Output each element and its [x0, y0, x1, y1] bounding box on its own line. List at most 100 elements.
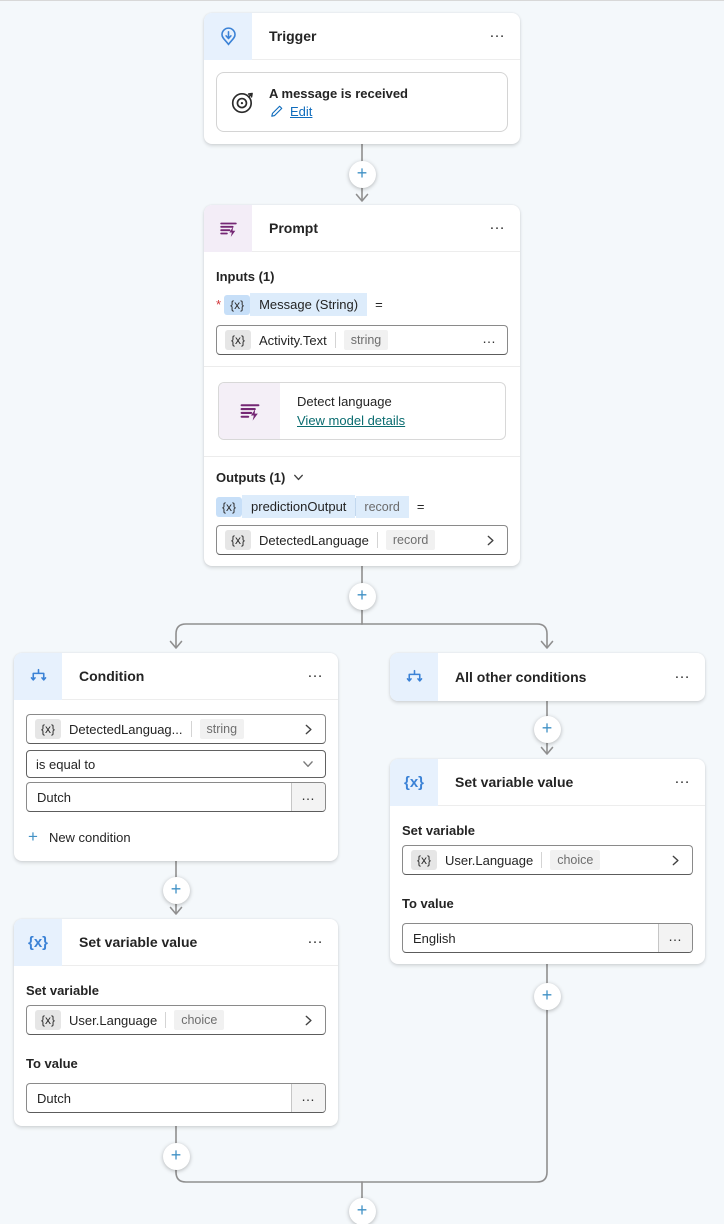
prediction-token-row[interactable]: {x} predictionOutput record =: [216, 495, 508, 518]
set-variable-left-title: Set variable value: [79, 934, 198, 950]
chevron-down-icon: [294, 474, 304, 481]
all-other-conditions-menu-button[interactable]: …: [674, 665, 691, 682]
value-menu-button[interactable]: …: [291, 1084, 325, 1112]
prediction-value-name: DetectedLanguage: [259, 532, 369, 548]
add-node-button-1[interactable]: +: [348, 160, 376, 188]
set-variable-node-right[interactable]: {x} Set variable value … Set variable {x…: [390, 758, 705, 964]
prediction-token-name: predictionOutput: [242, 495, 356, 518]
condition-operand-type: string: [199, 719, 245, 739]
all-other-conditions-title: All other conditions: [455, 669, 587, 685]
set-variable-right-title: Set variable value: [455, 774, 574, 790]
condition-value-input[interactable]: Dutch …: [26, 782, 326, 812]
variable-name: User.Language: [445, 852, 534, 868]
add-node-button-5[interactable]: +: [533, 982, 561, 1010]
set-variable-left-header[interactable]: {x} Set variable value …: [14, 918, 338, 966]
model-name: Detect language: [297, 394, 392, 409]
to-value-label: To value: [402, 896, 454, 911]
chevron-right-icon: [487, 535, 494, 545]
value-menu-button[interactable]: …: [658, 924, 692, 952]
add-node-button-6[interactable]: +: [162, 1142, 190, 1170]
new-condition-button[interactable]: + New condition: [28, 827, 324, 847]
variable-type: choice: [174, 1010, 225, 1030]
variable-token-icon: {x}: [35, 719, 62, 739]
message-value-name: Activity.Text: [259, 332, 327, 348]
dropdown-button[interactable]: [301, 757, 325, 771]
prompt-node-header[interactable]: Prompt …: [204, 204, 520, 252]
chevron-right-icon: [305, 1015, 312, 1025]
expand-variable-button[interactable]: [302, 723, 325, 736]
set-variable-right-value-input[interactable]: English …: [402, 923, 693, 953]
set-variable-label: Set variable: [402, 823, 475, 838]
message-value-input[interactable]: {x} Activity.Text string …: [216, 325, 508, 355]
condition-operator-value: is equal to: [36, 756, 96, 772]
condition-operator-select[interactable]: is equal to: [26, 750, 326, 778]
plus-icon: +: [28, 827, 38, 846]
trigger-event-name: A message is received: [269, 85, 408, 101]
condition-menu-button[interactable]: …: [307, 664, 324, 681]
to-value-label: To value: [26, 1056, 78, 1071]
message-value-menu-button[interactable]: …: [482, 329, 497, 346]
outputs-label: Outputs (1): [216, 470, 286, 485]
section-divider: [204, 456, 520, 457]
set-variable-node-left[interactable]: {x} Set variable value … Set variable {x…: [14, 918, 338, 1126]
divider: [190, 721, 192, 737]
trigger-node-header[interactable]: Trigger …: [204, 12, 520, 60]
equals-sign: =: [375, 297, 383, 312]
prompt-node[interactable]: Prompt … Inputs (1) * {x} Message (Strin…: [204, 204, 520, 566]
chevron-right-icon: [305, 724, 312, 734]
trigger-event-card[interactable]: A message is received Edit: [216, 72, 508, 132]
condition-node[interactable]: Condition … {x} DetectedLanguag... strin…: [14, 652, 338, 861]
condition-value-menu-button[interactable]: …: [291, 783, 325, 811]
prediction-value-input[interactable]: {x} DetectedLanguage record: [216, 525, 508, 555]
set-variable-right-variable-input[interactable]: {x} User.Language choice: [402, 845, 693, 875]
expand-variable-button[interactable]: [669, 854, 692, 867]
variable-icon: {x}: [390, 758, 438, 806]
expand-variable-button[interactable]: [302, 1014, 325, 1027]
trigger-node[interactable]: Trigger … A message is received Edit: [204, 12, 520, 144]
set-variable-right-header[interactable]: {x} Set variable value …: [390, 758, 705, 806]
condition-node-title: Condition: [79, 668, 145, 684]
value-text: Dutch: [37, 1090, 71, 1106]
condition-operand-input[interactable]: {x} DetectedLanguag... string: [26, 714, 326, 744]
condition-branch-icon: [390, 653, 438, 701]
condition-node-header[interactable]: Condition …: [14, 652, 338, 700]
variable-token-icon: {x}: [225, 330, 252, 350]
condition-branch-icon: [14, 652, 62, 700]
set-variable-left-menu-button[interactable]: …: [307, 930, 324, 947]
all-other-conditions-header[interactable]: All other conditions …: [390, 653, 705, 701]
set-variable-left-variable-input[interactable]: {x} User.Language choice: [26, 1005, 326, 1035]
model-card[interactable]: Detect language View model details: [218, 382, 506, 440]
outputs-toggle[interactable]: Outputs (1): [216, 470, 508, 485]
message-token-name: Message (String): [250, 293, 368, 316]
pencil-icon: [271, 105, 283, 117]
chevron-down-icon: [303, 761, 313, 768]
variable-icon: {x}: [14, 918, 62, 966]
all-other-conditions-node[interactable]: All other conditions …: [390, 653, 705, 701]
target-icon: [231, 92, 253, 113]
divider: [355, 497, 357, 516]
divider: [376, 532, 378, 548]
add-node-button-7[interactable]: +: [348, 1197, 376, 1224]
variable-token-icon: {x}: [225, 530, 252, 550]
set-variable-left-value-input[interactable]: Dutch …: [26, 1083, 326, 1113]
add-node-button-4[interactable]: +: [533, 715, 561, 743]
add-node-button-3[interactable]: +: [162, 876, 190, 904]
message-token-row[interactable]: * {x} Message (String) =: [216, 293, 508, 316]
trigger-menu-button[interactable]: …: [489, 24, 506, 41]
add-node-button-2[interactable]: +: [348, 582, 376, 610]
required-marker: *: [216, 297, 222, 312]
set-variable-right-menu-button[interactable]: …: [674, 770, 691, 787]
section-divider: [204, 366, 520, 367]
variable-token-icon: {x}: [224, 294, 251, 315]
divider: [541, 852, 543, 868]
prompt-menu-button[interactable]: …: [489, 216, 506, 233]
condition-operand-name: DetectedLanguag...: [69, 721, 183, 737]
variable-token-icon: {x}: [35, 1010, 62, 1030]
new-condition-label: New condition: [48, 829, 131, 845]
variable-token-icon: {x}: [411, 850, 438, 870]
expand-record-button[interactable]: [484, 534, 507, 547]
prediction-value-type: record: [385, 530, 436, 550]
view-model-details-link[interactable]: View model details: [297, 413, 406, 428]
trigger-edit-link[interactable]: Edit: [290, 103, 313, 119]
